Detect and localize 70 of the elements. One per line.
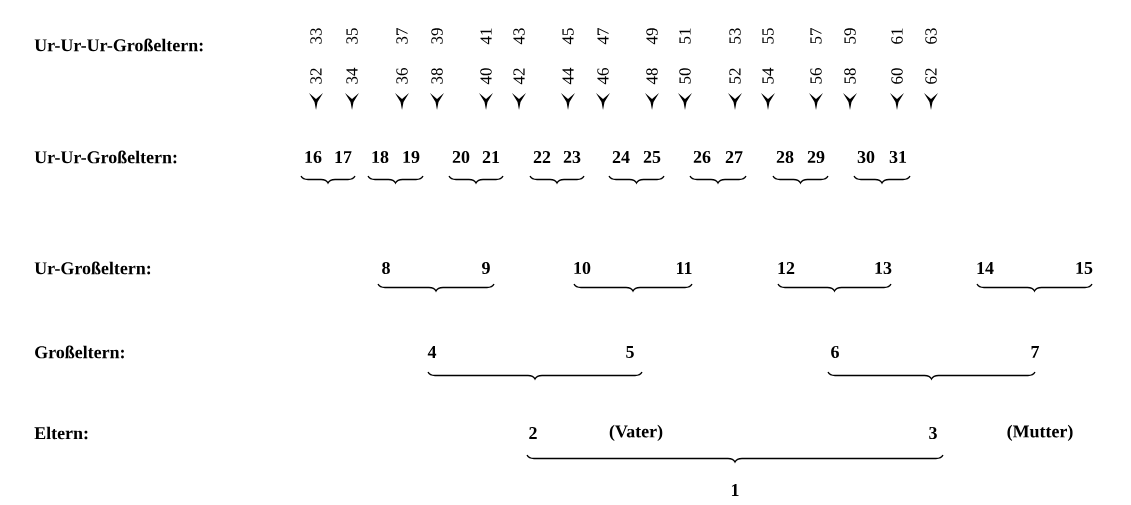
ancestor-number: 24 — [612, 151, 630, 163]
row-heading: Ur-Großeltern: — [34, 261, 151, 275]
ancestor-number: 51 — [679, 28, 691, 44]
ancestor-number: 61 — [891, 28, 903, 44]
ancestor-number: 47 — [597, 28, 609, 45]
ancestor-number: 32 — [310, 68, 322, 84]
ancestor-number: 48 — [646, 68, 658, 85]
ancestor-number: 30 — [857, 150, 875, 164]
ancestor-number: 3 — [929, 426, 937, 439]
row-heading: Ur-Ur-Ur-Großeltern: — [34, 38, 203, 52]
ancestor-number: 38 — [431, 68, 443, 84]
row-heading: Ur-Ur-Großeltern: — [34, 150, 177, 164]
ancestor-number: 4 — [427, 346, 437, 358]
ancestor-number: 20 — [452, 150, 470, 164]
ancestor-number: 12 — [778, 262, 795, 274]
ancestor-number: 19 — [403, 150, 420, 163]
ancestor-number: 50 — [679, 68, 691, 84]
ancestor-number: 14 — [977, 262, 994, 274]
ancestor-number: 45 — [562, 28, 574, 45]
ancestor-number: 27 — [725, 151, 743, 163]
ancestor-number: 53 — [729, 28, 741, 44]
ancestor-number: 6 — [831, 345, 839, 358]
ancestor-number: 9 — [482, 261, 490, 274]
ancestor-number: 43 — [513, 28, 525, 45]
ancestor-number: 7 — [1031, 346, 1040, 358]
ancestor-number: 28 — [776, 150, 794, 164]
ancestor-number: 15 — [1076, 262, 1093, 274]
row-heading: Großeltern: — [35, 345, 124, 359]
ancestor-number: 54 — [762, 67, 774, 84]
ancestor-number: 40 — [480, 68, 492, 85]
ancestor-number: 22 — [533, 151, 551, 163]
ancestor-number: 52 — [729, 68, 741, 84]
ancestor-number: 60 — [891, 68, 903, 84]
ancestor-number: 63 — [925, 28, 937, 44]
ancestor-number: 35 — [346, 28, 358, 44]
ancestor-number: 2 — [529, 427, 537, 439]
ancestor-number: 17 — [335, 151, 352, 163]
row-heading: Eltern: — [34, 426, 88, 440]
parent-label: (Vater) — [609, 424, 663, 442]
ancestor-number: 18 — [372, 150, 389, 164]
ancestor-number: 33 — [310, 28, 322, 44]
ancestor-number: 37 — [396, 28, 408, 44]
ancestor-number: 23 — [563, 150, 581, 163]
ancestor-number: 58 — [844, 68, 856, 84]
ancestor-number: 39 — [431, 28, 443, 44]
ancestor-number: 62 — [925, 68, 937, 84]
ancestor-number: 21 — [482, 151, 500, 163]
ancestor-number: 46 — [597, 68, 609, 85]
ancestor-number: 36 — [396, 68, 408, 84]
ancestor-number: 10 — [574, 261, 591, 275]
ancestor-number: 5 — [626, 346, 634, 358]
ancestor-number: 16 — [305, 150, 322, 163]
ancestor-number: 57 — [810, 28, 822, 44]
parent-label: (Mutter) — [1007, 424, 1073, 442]
ancestor-number: 44 — [562, 67, 574, 85]
ancestor-number: 11 — [676, 262, 692, 274]
ancestor-number: 34 — [346, 67, 358, 84]
ancestor-number: 49 — [646, 28, 658, 45]
ancestor-number: 13 — [875, 261, 892, 274]
ancestor-number: 1 — [731, 484, 739, 496]
ancestor-number: 25 — [643, 150, 661, 163]
ancestor-number: 42 — [513, 68, 525, 85]
ancestor-number: 8 — [382, 261, 390, 275]
ancestor-number: 29 — [807, 150, 825, 163]
ancestor-number: 55 — [762, 28, 774, 44]
ancestor-number: 59 — [844, 28, 856, 44]
ancestor-number: 41 — [480, 28, 492, 45]
ancestor-number: 56 — [810, 68, 822, 84]
ancestor-number: 26 — [693, 150, 711, 163]
ancestor-number: 31 — [889, 150, 907, 163]
